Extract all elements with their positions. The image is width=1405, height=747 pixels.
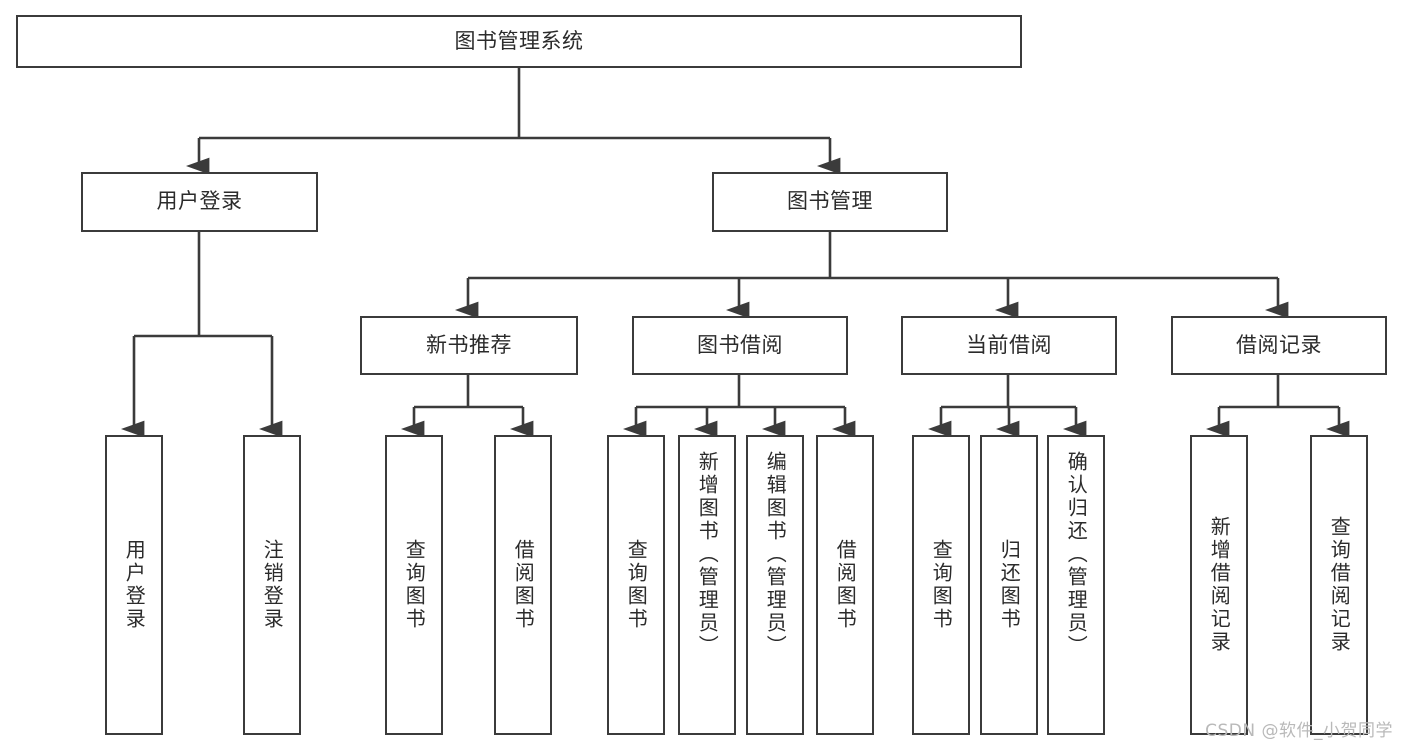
node-label: 借阅记录 xyxy=(1236,332,1322,357)
node-label: 新增借阅记录 xyxy=(1207,516,1232,654)
node-label: 图书管理 xyxy=(787,189,873,214)
leaf-current-query-book[interactable]: 查询图书 xyxy=(912,435,970,735)
leaf-new-books-query[interactable]: 查询图书 xyxy=(385,435,443,735)
leaf-borrow-add-book-admin[interactable]: 新增图书（管理员） xyxy=(678,435,736,735)
node-user-login[interactable]: 用户登录 xyxy=(81,172,318,232)
node-label: 用户登录 xyxy=(156,189,243,214)
node-label: 注销登录 xyxy=(260,539,285,631)
leaf-user-login-signin[interactable]: 用户登录 xyxy=(105,435,163,735)
node-label: 新增图书（管理员） xyxy=(695,451,720,658)
node-label: 查询图书 xyxy=(624,539,649,631)
node-label: 借阅图书 xyxy=(511,539,536,631)
node-book-management[interactable]: 图书管理 xyxy=(712,172,948,232)
leaf-new-books-borrow[interactable]: 借阅图书 xyxy=(494,435,552,735)
node-new-book-recommend[interactable]: 新书推荐 xyxy=(360,316,578,375)
node-label: 新书推荐 xyxy=(426,332,512,357)
node-borrow-records[interactable]: 借阅记录 xyxy=(1171,316,1387,375)
leaf-records-query-record[interactable]: 查询借阅记录 xyxy=(1310,435,1368,735)
node-label: 借阅图书 xyxy=(833,539,858,631)
node-label: 图书管理系统 xyxy=(454,28,584,53)
node-label: 用户登录 xyxy=(122,539,147,631)
node-label: 编辑图书（管理员） xyxy=(763,451,788,658)
node-label: 图书借阅 xyxy=(697,332,783,357)
node-label: 当前借阅 xyxy=(966,332,1052,357)
node-current-borrow[interactable]: 当前借阅 xyxy=(901,316,1117,375)
node-root-system[interactable]: 图书管理系统 xyxy=(16,15,1022,68)
node-label: 查询图书 xyxy=(402,539,427,631)
node-label: 查询借阅记录 xyxy=(1327,516,1352,654)
leaf-records-add-record[interactable]: 新增借阅记录 xyxy=(1190,435,1248,735)
node-label: 查询图书 xyxy=(929,539,954,631)
leaf-current-confirm-return-admin[interactable]: 确认归还（管理员） xyxy=(1047,435,1105,735)
leaf-current-return-book[interactable]: 归还图书 xyxy=(980,435,1038,735)
leaf-borrow-borrow-book[interactable]: 借阅图书 xyxy=(816,435,874,735)
leaf-borrow-edit-book-admin[interactable]: 编辑图书（管理员） xyxy=(746,435,804,735)
node-label: 归还图书 xyxy=(997,539,1022,631)
leaf-user-login-signout[interactable]: 注销登录 xyxy=(243,435,301,735)
node-label: 确认归还（管理员） xyxy=(1064,451,1089,658)
csdn-watermark: CSDN @软件_小贺同学 xyxy=(1205,721,1393,741)
node-book-borrow[interactable]: 图书借阅 xyxy=(632,316,848,375)
leaf-borrow-query-book[interactable]: 查询图书 xyxy=(607,435,665,735)
